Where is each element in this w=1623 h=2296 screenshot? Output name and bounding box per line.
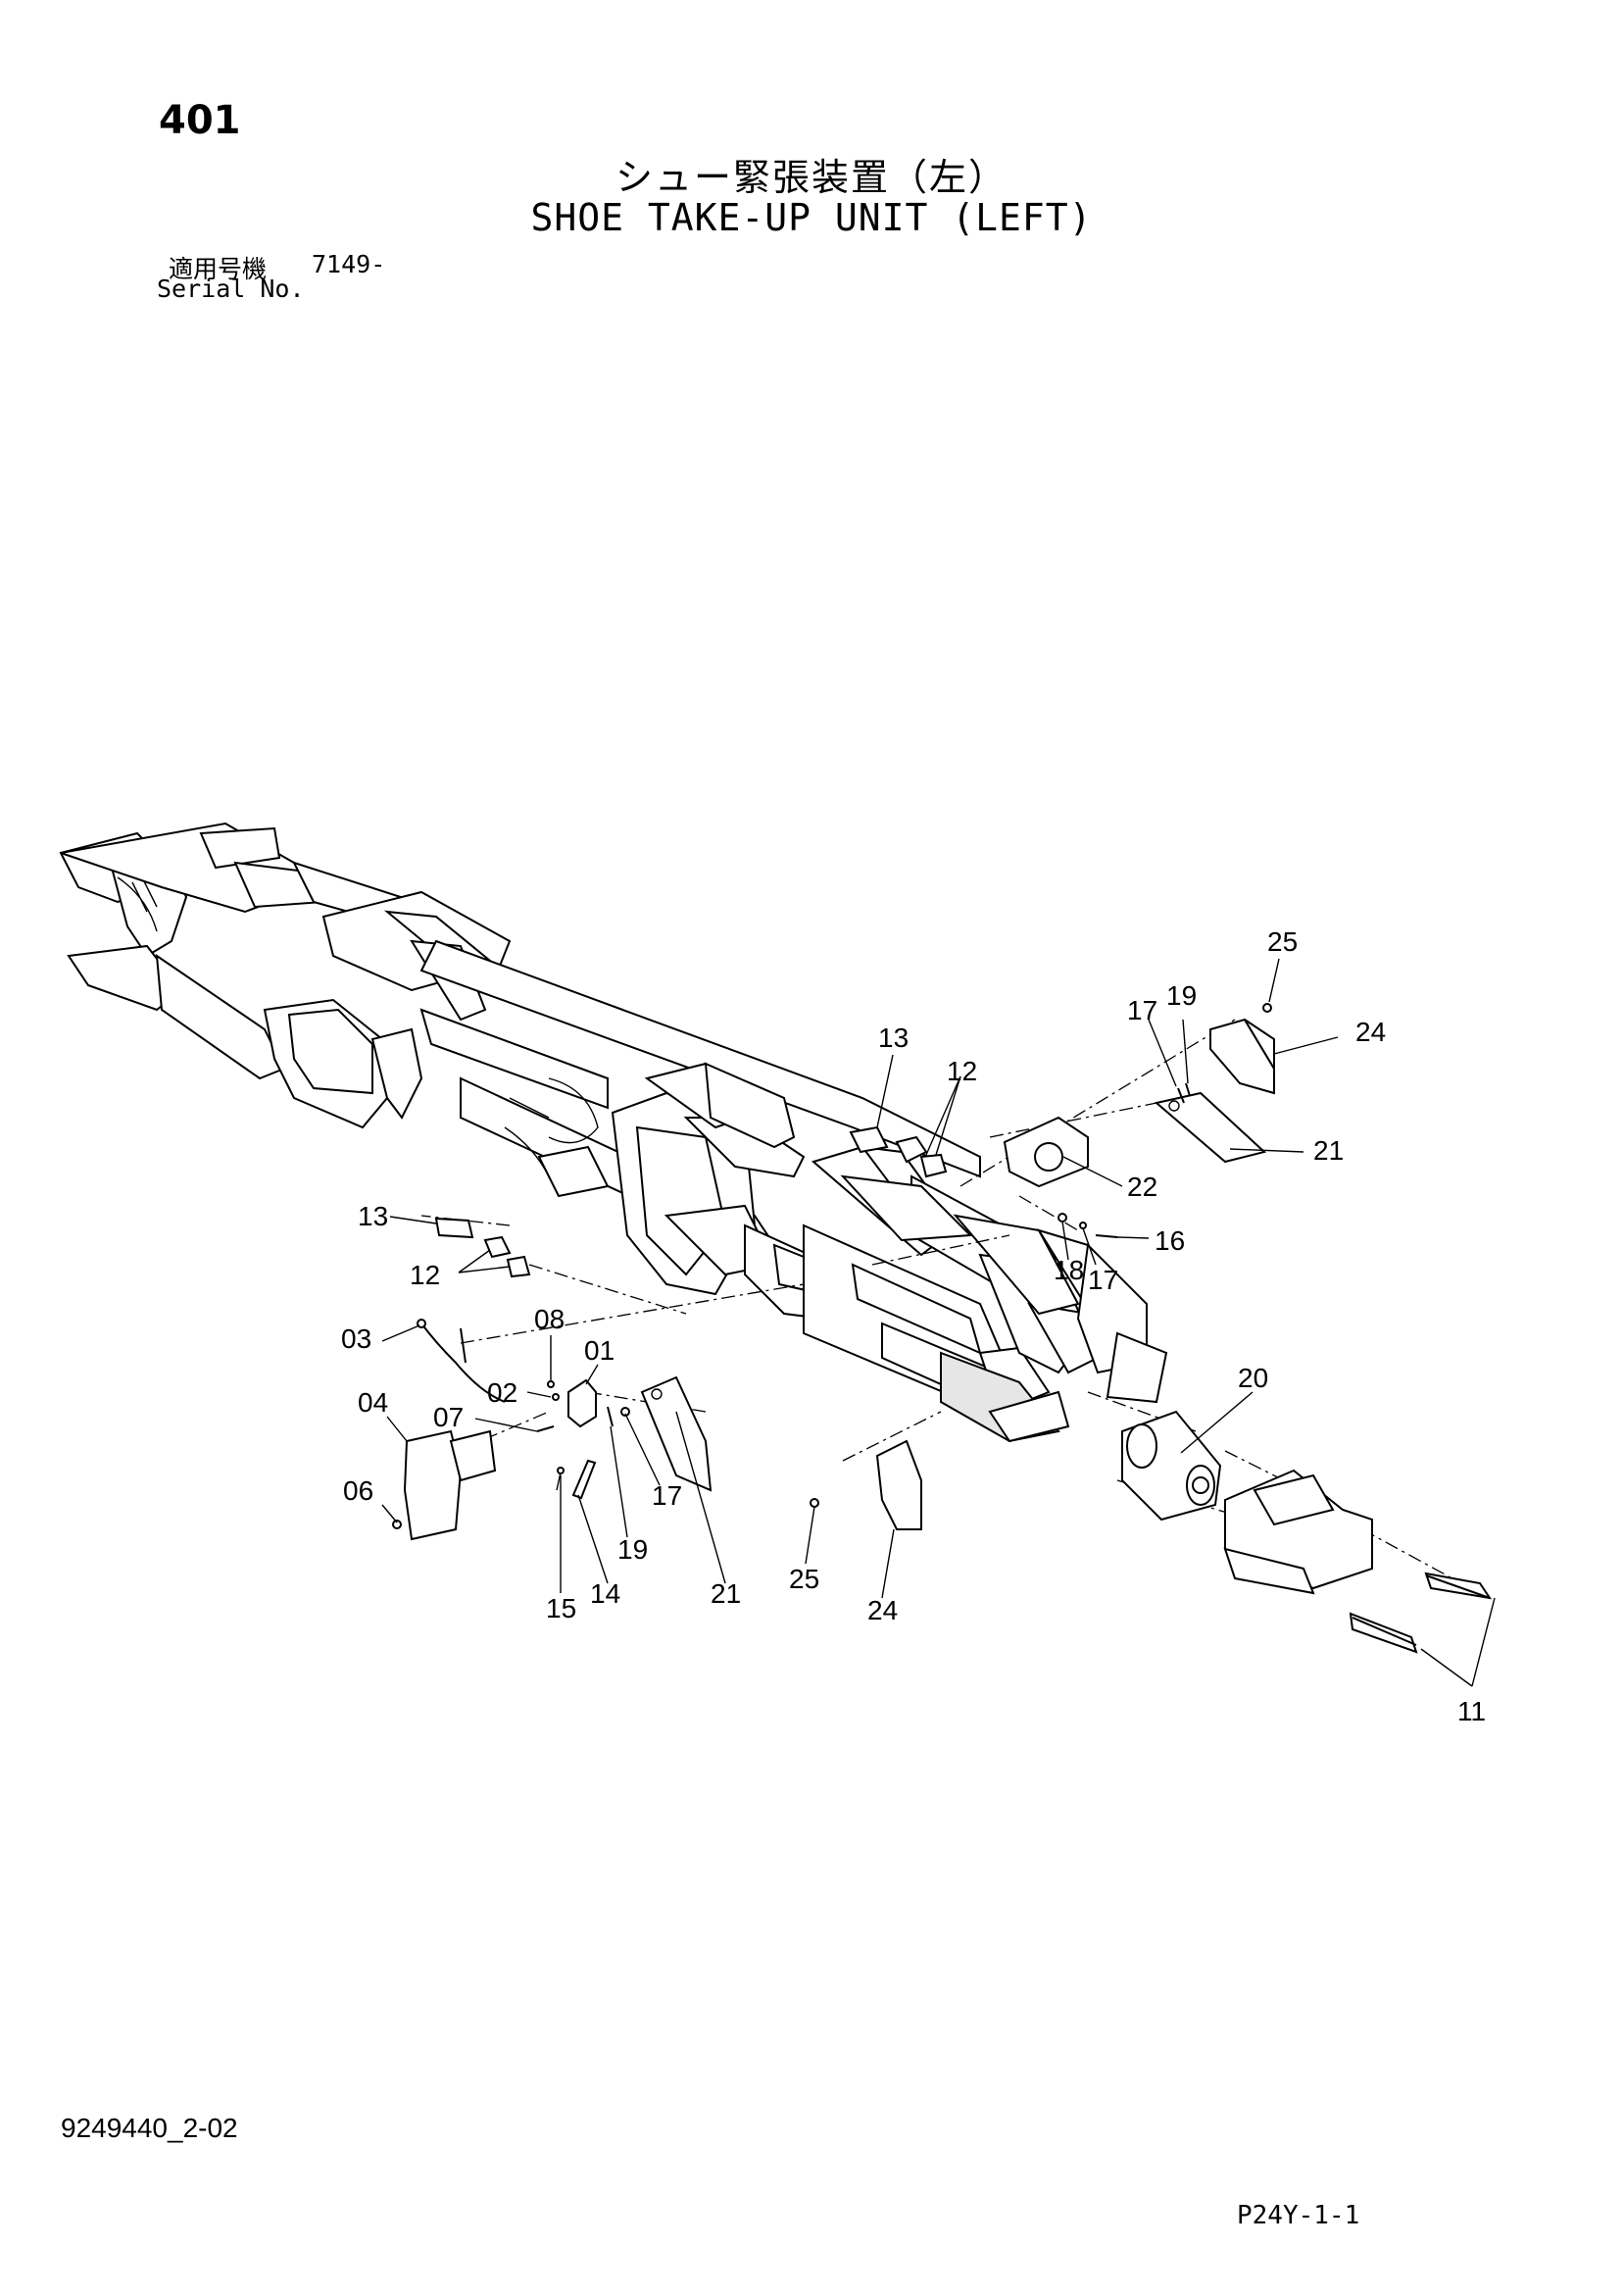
callout-18: 18 bbox=[1054, 1255, 1084, 1285]
callout-24: 24 bbox=[1355, 1017, 1386, 1047]
track-frame bbox=[59, 822, 1168, 1443]
document-code: 9249440_2-02 bbox=[61, 2113, 238, 2143]
callout-02: 02 bbox=[487, 1377, 517, 1408]
callout-04: 04 bbox=[358, 1387, 388, 1418]
callout-15: 15 bbox=[546, 1593, 576, 1623]
callout-19: 19 bbox=[617, 1534, 648, 1565]
callout-07: 07 bbox=[433, 1402, 464, 1432]
callout-17: 17 bbox=[1088, 1265, 1118, 1295]
serial-value: 7149- bbox=[312, 250, 386, 278]
serial-label-japanese: 適用号機 bbox=[169, 255, 268, 283]
parts bbox=[392, 1003, 1493, 1654]
callout-03: 03 bbox=[341, 1323, 371, 1354]
callout-12: 12 bbox=[410, 1260, 440, 1290]
callout-17: 17 bbox=[652, 1480, 682, 1511]
callout-21: 21 bbox=[711, 1578, 741, 1609]
leader-lines bbox=[381, 958, 1496, 1687]
callout-labels: 25 19 17 24 13 12 21 22 16 18 17 13 12 0… bbox=[341, 926, 1486, 1726]
callout-12: 12 bbox=[947, 1056, 977, 1086]
page-number: 401 bbox=[159, 98, 241, 143]
callout-13: 13 bbox=[358, 1201, 388, 1231]
callout-13: 13 bbox=[878, 1023, 909, 1053]
callout-20: 20 bbox=[1238, 1363, 1268, 1393]
callout-25: 25 bbox=[1267, 926, 1298, 957]
callout-06: 06 bbox=[343, 1475, 373, 1506]
callout-19: 19 bbox=[1166, 980, 1197, 1011]
callout-24: 24 bbox=[867, 1595, 898, 1625]
page-code: P24Y-1-1 bbox=[1237, 2201, 1360, 2230]
callout-01: 01 bbox=[584, 1335, 615, 1366]
callout-21: 21 bbox=[1313, 1135, 1344, 1166]
callout-22: 22 bbox=[1127, 1172, 1157, 1202]
title-japanese: シュー緊張装置（左） bbox=[615, 156, 1008, 199]
callout-16: 16 bbox=[1155, 1225, 1185, 1256]
callout-11: 11 bbox=[1457, 1696, 1486, 1726]
callout-08: 08 bbox=[534, 1304, 565, 1334]
callout-25: 25 bbox=[789, 1564, 819, 1594]
callout-14: 14 bbox=[590, 1578, 620, 1609]
callout-17: 17 bbox=[1127, 995, 1157, 1025]
serial-label-english: Serial No. bbox=[157, 275, 305, 303]
title-english: SHOE TAKE-UP UNIT (LEFT) bbox=[530, 196, 1093, 239]
